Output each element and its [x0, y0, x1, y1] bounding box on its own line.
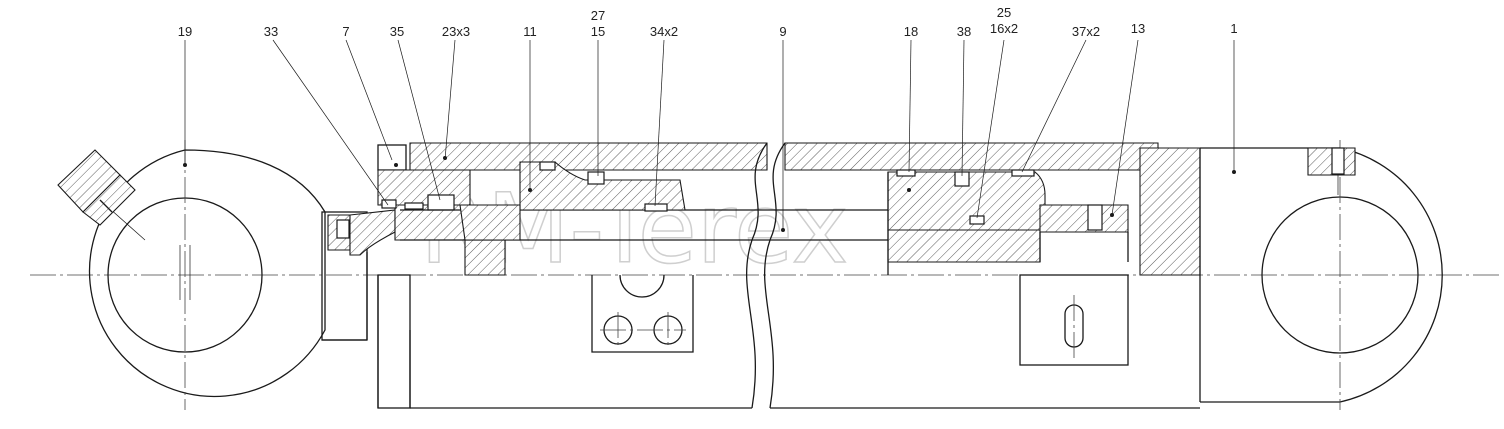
- cylinder-base: [1139, 140, 1443, 410]
- tube-wall-right: [784, 142, 1159, 171]
- callout-35: 35: [390, 24, 404, 39]
- tube-wall-left: [409, 142, 768, 171]
- callout-37x2: 37x2: [1072, 24, 1100, 39]
- callout-7: 7: [342, 24, 349, 39]
- rod-neck: [321, 209, 396, 341]
- leader-dots: [183, 156, 1236, 232]
- gland-flange: [377, 144, 407, 171]
- callout-13: 13: [1131, 21, 1145, 36]
- callout-34x2: 34x2: [650, 24, 678, 39]
- piston: [887, 169, 1046, 275]
- callout-23x3: 23x3: [442, 24, 470, 39]
- callout-15: 15: [591, 24, 605, 39]
- callout-33: 33: [264, 24, 278, 39]
- callout-25: 25: [997, 5, 1011, 20]
- callout-1: 1: [1230, 21, 1237, 36]
- rod-eye: [57, 140, 326, 410]
- trunnion-bracket-left: [591, 274, 694, 353]
- piston-nut: [1039, 204, 1129, 262]
- rod-guide: [459, 161, 686, 241]
- callout-labels: 19 33 7 35 23x3 11 27 15 34x2 9 18 38 25…: [178, 5, 1238, 39]
- cylinder-tube: [409, 142, 1200, 409]
- callout-11: 11: [523, 24, 537, 39]
- callout-9: 9: [779, 24, 786, 39]
- trunnion-bracket-right: [1019, 274, 1129, 366]
- callout-18: 18: [904, 24, 918, 39]
- callout-19: 19: [178, 24, 192, 39]
- callout-16x2: 16x2: [990, 21, 1018, 36]
- callout-38: 38: [957, 24, 971, 39]
- callout-27: 27: [591, 8, 605, 23]
- leader-lines: [184, 39, 1235, 230]
